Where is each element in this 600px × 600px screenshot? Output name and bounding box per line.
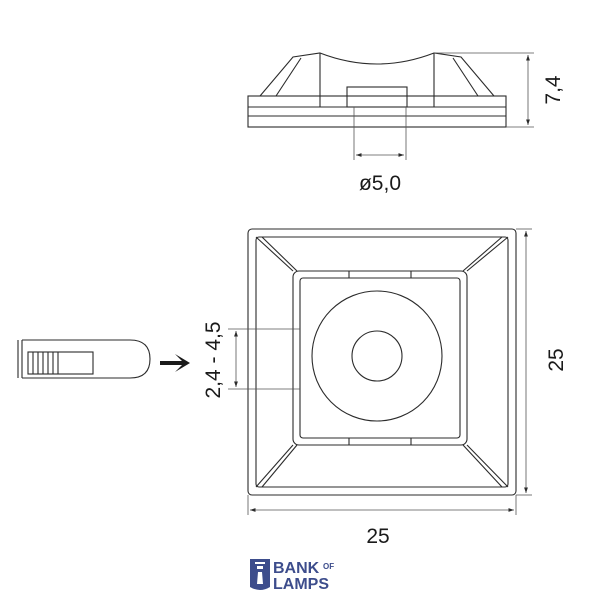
top-view [228, 228, 532, 515]
height-label: 7,4 [542, 75, 565, 105]
strap-range-label: 2,4 - 4,5 [202, 321, 225, 398]
logo-lamps-text: LAMPS [273, 576, 329, 593]
side-view [247, 52, 534, 160]
width-label: 25 [366, 525, 389, 548]
depth-label: 25 [545, 348, 568, 371]
cable-tie-strap [17, 339, 151, 379]
logo-of-text: OF [323, 562, 334, 571]
hole-diameter-label: ø5,0 [359, 172, 401, 195]
logo-bank-text: BANK [273, 560, 320, 577]
insert-arrow-icon [160, 354, 190, 372]
bank-of-lamps-logo: BANK OF LAMPS [250, 559, 334, 593]
